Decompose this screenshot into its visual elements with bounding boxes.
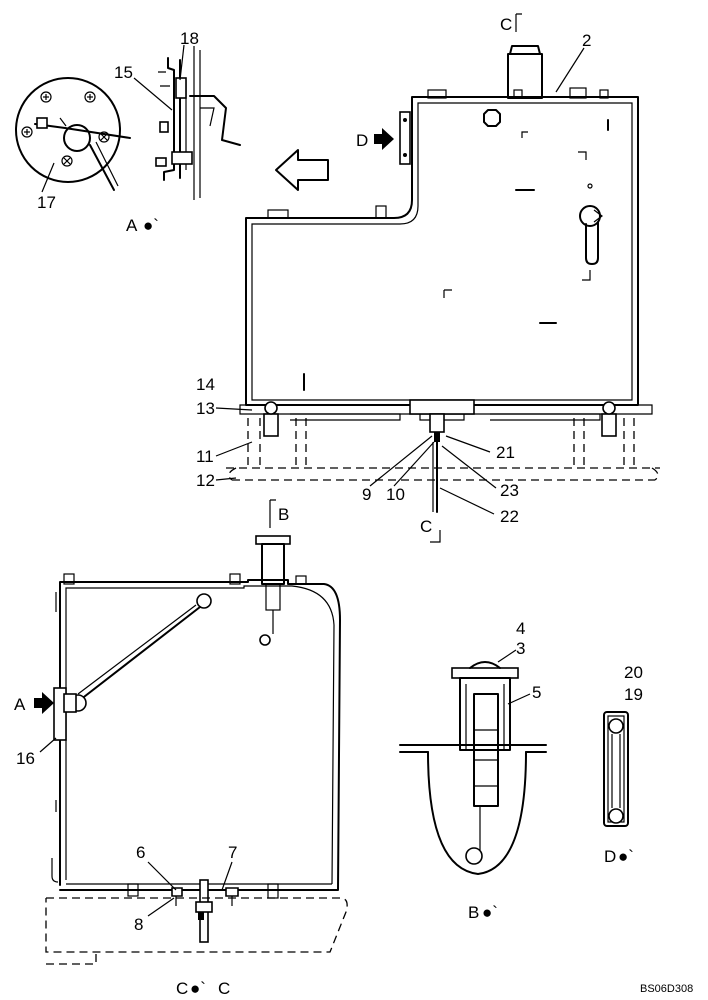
detail-a-side-bracket [155,46,241,200]
drawing-code: BS06D308 [640,983,693,995]
view-a-arrow-label: A [14,695,26,714]
callout-10: 10 [386,485,405,504]
detail-a-title: A [126,216,138,235]
callout-22: 22 [500,507,519,526]
callout-4: 4 [516,619,525,638]
tank-side-section-cc: A [14,535,348,965]
section-b-marker: B [269,499,289,528]
svg-text:●`: ●` [482,903,498,922]
svg-text:●`: ●` [190,979,206,998]
callout-6: 6 [136,843,145,862]
callout-20: 20 [624,663,643,682]
tank-front-view: D [226,45,660,513]
callout-19: 19 [624,685,643,704]
view-d-sight-gauge [603,711,629,827]
svg-text:C: C [500,15,512,34]
section-b-strainer-detail [399,661,547,875]
section-c-bottom-marker: C [420,517,441,543]
callout-9: 9 [362,485,371,504]
callout-16: 16 [16,749,35,768]
callout-5: 5 [532,683,541,702]
svg-text:●`: ●` [618,847,634,866]
section-b-title: B [468,903,479,922]
callout-21: 21 [496,443,515,462]
callout-8: 8 [134,915,143,934]
view-direction-arrow [275,149,329,191]
detail-a-circular-cover [15,77,131,191]
section-cc-title-left: C [176,979,188,998]
section-cc-title-right: C [218,979,230,998]
section-c-top-marker: C [500,13,522,34]
callout-12: 12 [196,471,215,490]
callout-14: 14 [196,375,215,394]
view-d-arrow-label: D [356,131,368,150]
callout-18: 18 [180,29,199,48]
view-d-title: D [604,847,616,866]
callout-13: 13 [196,399,215,418]
callout-15: 15 [114,63,133,82]
callout-23: 23 [500,481,519,500]
callout-11: 11 [196,447,214,466]
svg-text:●`: ●` [143,216,159,235]
svg-text:C: C [420,517,432,536]
callout-17: 17 [37,193,56,212]
callout-7: 7 [228,843,237,862]
callout-2: 2 [582,31,591,50]
svg-text:B: B [278,505,289,524]
callout-3: 3 [516,639,525,658]
